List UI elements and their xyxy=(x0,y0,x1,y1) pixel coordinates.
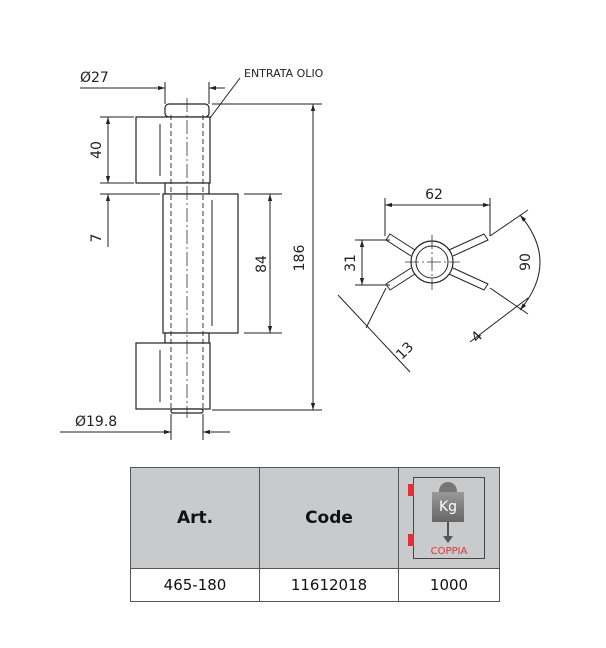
header-code: Code xyxy=(259,467,399,569)
dim-leaf-height: 84 xyxy=(254,255,270,273)
dim-offset: 13 xyxy=(393,339,417,363)
dim-diameter-top: Ø27 xyxy=(80,70,109,86)
dim-diameter-bottom: Ø19.8 xyxy=(75,414,117,430)
torque-caption: COPPIA xyxy=(430,546,468,557)
dim-thickness: 4 xyxy=(468,328,486,346)
header-torque: Kg COPPIA xyxy=(398,467,500,569)
dim-angle: 90 xyxy=(518,253,534,271)
torque-weight-icon: Kg COPPIA xyxy=(408,477,485,559)
cell-torque: 1000 xyxy=(398,568,500,602)
dim-total-height: 186 xyxy=(292,245,308,272)
dim-width: 62 xyxy=(425,187,443,203)
spec-table: Art. Code Kg COPPIA 465-180 11612018 100… xyxy=(130,467,500,602)
cell-code: 11612018 xyxy=(259,568,399,602)
header-art: Art. xyxy=(130,467,260,569)
dim-half-height: 31 xyxy=(343,254,359,272)
cell-art: 465-180 xyxy=(130,568,260,602)
dim-knuckle-height: 40 xyxy=(89,141,105,159)
hinge-top-view xyxy=(385,233,489,291)
hinge-front-view xyxy=(135,98,239,418)
dim-gap: 7 xyxy=(89,234,105,243)
table-row: 465-180 11612018 1000 xyxy=(130,568,500,602)
oil-inlet-label: ENTRATA OLIO xyxy=(244,67,324,80)
dimensions-front: Ø27 ENTRATA OLIO 40 7 84 186 Ø19.8 xyxy=(60,67,324,440)
